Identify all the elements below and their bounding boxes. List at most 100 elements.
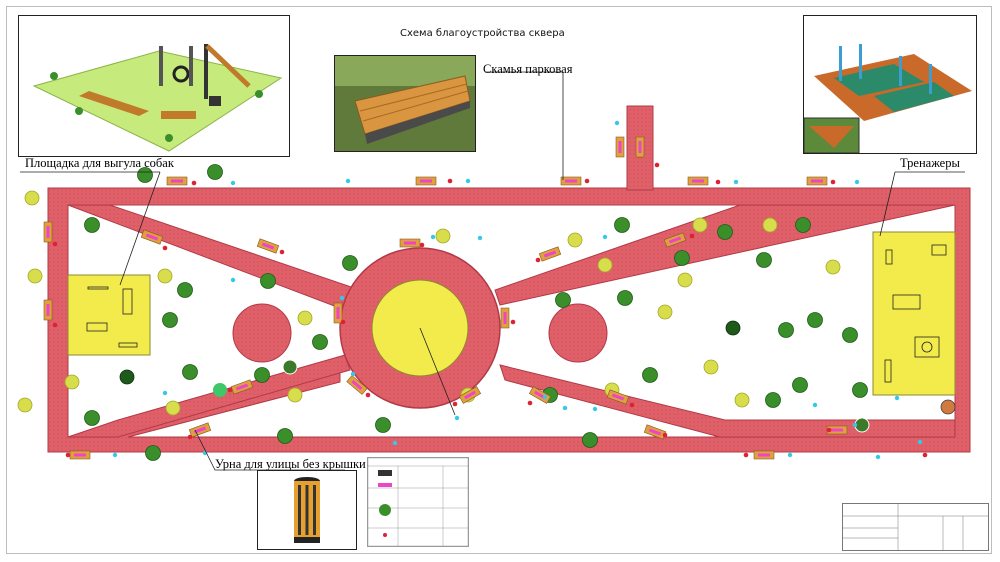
bench [166,176,188,186]
bench [560,176,582,186]
gym-photo [803,15,977,154]
lamp [562,405,568,411]
lamp [592,406,598,412]
dog-playground-illustration [19,16,289,156]
lamp [339,295,345,301]
tree [792,377,808,393]
tree-dark [725,320,741,336]
bench-seat [648,428,662,436]
tree-light [597,257,613,273]
bench [606,389,630,405]
bench [458,386,482,404]
bench-seat [404,241,416,245]
lamp [854,179,860,185]
waste-bin [65,452,71,458]
bench [399,238,421,248]
tree-dark [119,369,135,385]
label-bench: Скамья парковая [483,62,573,76]
lamp [345,178,351,184]
lamp [875,454,881,460]
tree [555,292,571,308]
waste-bin [743,452,749,458]
bench-seat [611,393,625,401]
tree-light [692,217,708,233]
bench-seat [336,307,340,319]
lamp [733,179,739,185]
waste-bin [365,392,371,398]
bench-seat [811,179,823,183]
bench [69,450,91,460]
benches [43,136,848,460]
lamp [350,371,356,377]
waste-bin [452,401,458,407]
waste-bin [162,245,168,251]
waste-bin [279,249,285,255]
waste-bin [191,180,197,186]
bench-seat [171,179,183,183]
bench-seat [351,379,363,391]
bench-seat [831,428,843,432]
lamp [787,452,793,458]
bench-seat [565,179,577,183]
bench-seat [46,304,50,316]
lamp [542,394,548,400]
plan-title: Схема благоустройства сквера [400,28,565,39]
waste-bin [227,387,233,393]
flowerbed-right [548,303,608,363]
tree [795,217,811,233]
gym-area [872,231,956,396]
bench-seat [74,453,86,457]
bench [415,176,437,186]
bench [615,136,625,158]
bench-seat [618,141,622,153]
urn-illustration [294,477,320,543]
waste-bin [510,319,516,325]
bench [635,136,645,158]
tree-light [703,359,719,375]
waste-bin [830,179,836,185]
bench [230,379,254,395]
tree [162,312,178,328]
tree-light [734,392,750,408]
bench [256,238,280,254]
tree-light [825,259,841,275]
waste-bin [922,452,928,458]
bench-photo [334,55,476,152]
tree [84,217,100,233]
bench-seat [193,426,207,434]
tree [852,382,868,398]
label-urn: Урна для улицы без крышки [215,457,366,471]
lamp [812,402,818,408]
tree [674,250,690,266]
tree [617,290,633,306]
bench [43,221,53,243]
waste-bin [419,242,425,248]
bench-seat [420,179,432,183]
waste-bin [654,162,660,168]
tree [614,217,630,233]
urn-photo [257,470,357,550]
lamps-and-bins [52,120,928,460]
bench-seat [503,312,507,324]
lamp [852,422,858,428]
waste-bin [535,257,541,263]
tree-light [677,272,693,288]
tree [778,322,794,338]
dog-area [67,274,151,356]
tree-shrub [282,359,298,375]
lamp [162,390,168,396]
label-dog-area: Площадка для выгула собак [25,156,174,170]
bench [806,176,828,186]
tree [342,255,358,271]
tree-young [213,383,227,397]
tree [312,334,328,350]
tree [177,282,193,298]
tree-autumn [940,399,956,415]
tree [765,392,781,408]
tree [207,164,223,180]
bench-seat [543,250,557,258]
tree-light [64,374,80,390]
tree-light [157,268,173,284]
bench-seat [235,383,249,391]
waste-bin [629,402,635,408]
